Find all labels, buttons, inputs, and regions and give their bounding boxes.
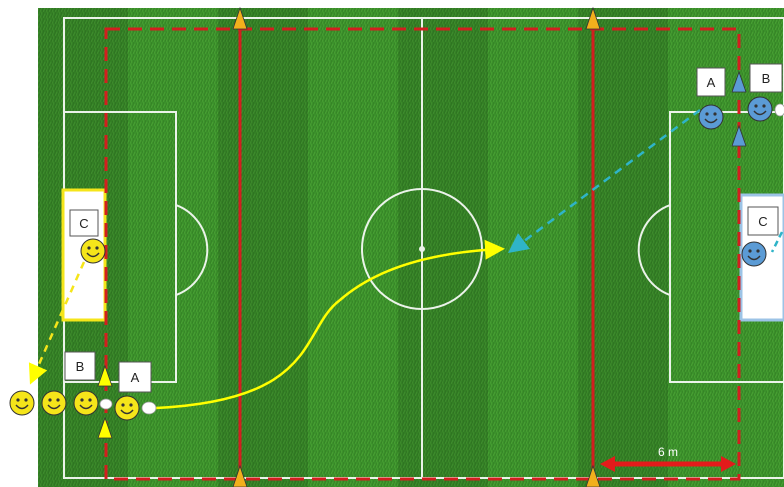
- label-box-yellow-c: C: [70, 210, 98, 236]
- yellow-player-goal: [81, 239, 105, 263]
- label-box-yellow-b: B: [65, 352, 95, 380]
- distance-label: 6 m: [658, 445, 678, 459]
- yellow-player-ball: [115, 396, 139, 420]
- label-box-blue-c: C: [748, 207, 778, 235]
- blue-player-a: [699, 105, 723, 129]
- label-yellow-c: C: [79, 216, 88, 231]
- yellow-player-queue-3: [74, 391, 98, 415]
- label-blue-b: B: [762, 71, 771, 86]
- yellow-player-queue-2: [42, 391, 66, 415]
- label-blue-a: A: [707, 75, 716, 90]
- label-yellow-a: A: [131, 370, 140, 385]
- label-box-blue-b: B: [750, 64, 782, 92]
- ball-blue: [775, 104, 784, 116]
- yellow-player-queue-1: [10, 391, 34, 415]
- label-box-yellow-a: A: [119, 362, 151, 392]
- blue-player-goal: [742, 242, 766, 266]
- label-box-blue-a: A: [697, 68, 725, 96]
- ball-queue: [100, 399, 112, 409]
- label-yellow-b: B: [76, 359, 85, 374]
- label-blue-c: C: [758, 214, 767, 229]
- ball-dribble: [142, 402, 156, 414]
- blue-player-b: [748, 97, 772, 121]
